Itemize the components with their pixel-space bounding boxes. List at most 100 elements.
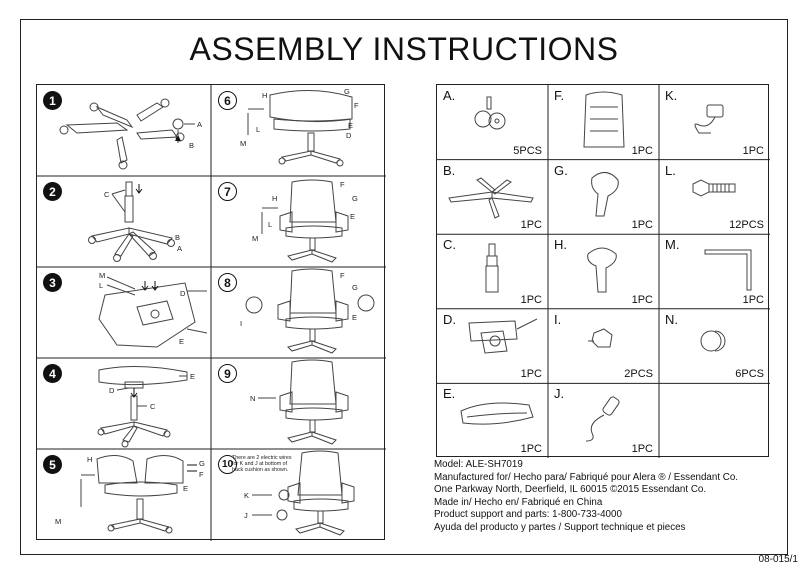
step-6: 6 H G F E D L M [212,85,386,176]
mechanism-icon [468,318,538,354]
remote-icon [585,396,620,442]
part-n: N. 6PCS [659,309,770,384]
part-letter: J. [554,386,565,402]
step-number: 9 [218,364,237,383]
part-qty: 1PC [520,368,542,381]
knob-install-illustration [245,268,375,354]
step-number: 3 [43,273,62,292]
part-a: A. 5PCS [437,85,548,160]
made-in-line: Made in/ Hecho en/ Fabriqué en China [434,496,603,508]
label-e: E [183,484,189,493]
step-2: 2 C B A [37,176,211,267]
label-h: H [262,91,268,100]
bolt-icon [692,179,736,197]
manufactured-line: Manufactured for/ Hecho para/ Fabriqué p… [434,471,739,483]
label-b: B [189,141,195,150]
steps-grid [37,85,386,541]
part-g: G. 1PC [548,160,659,235]
part-qty: 1PC [520,442,542,455]
step-8: 8 F G E I [212,267,386,358]
part-qty: 1PC [742,293,764,306]
label-j: J [244,511,248,520]
part-letter: B. [443,162,456,178]
label-g: G [352,283,358,292]
part-letter: A. [443,88,456,103]
part-letter: K. [665,88,678,103]
label-m: M [99,271,106,280]
step-7: 7 F H G E L M [212,176,386,267]
label-c: C [150,402,156,411]
support-translation-line: Ayuda del producto y partes / Support te… [434,521,686,533]
seat-icon [460,402,534,426]
label-n: N [250,394,256,403]
step-10: 10 There are 2 electric wires for K and … [212,449,386,541]
knob-icon [588,328,613,348]
part-d: D. 1PC [437,309,548,384]
step-number: 4 [43,364,62,383]
allen-key-icon [704,249,752,291]
parts-panel: A. 5PCS F. 1PC K. 1PC B. 1PC G. 1PC L. 1… [436,84,770,458]
part-qty: 6PCS [735,368,764,381]
label-g: G [344,87,350,96]
step-3: 3 M L D E [37,267,211,358]
part-b: B. 1PC [437,160,548,235]
part-letter: D. [443,311,456,327]
label-h: H [87,455,93,464]
label-a: A [197,120,203,129]
part-qty: 1PC [631,219,653,232]
address-line: One Parkway North, Deerfield, IL 60015 ©… [434,484,707,496]
backrest-icon [583,91,625,148]
back-mount-illustration [247,90,353,167]
adapter-icon [694,104,724,134]
part-qty: 12PCS [729,219,764,232]
label-m: M [55,517,62,526]
seat-onto-base-illustration [97,365,188,448]
part-m: M. 1PC [659,234,770,309]
label-d: D [346,131,352,140]
label-d: D [180,289,186,298]
part-qty: 1PC [631,442,653,455]
part-e: E. 1PC [437,383,548,458]
label-m: M [240,139,247,148]
label-f: F [354,101,359,110]
label-e: E [350,212,356,221]
steps-panel: 1 A B 2 [36,84,386,541]
part-f: F. 1PC [548,85,659,160]
part-letter: G. [554,162,568,178]
part-letter: N. [665,311,678,327]
step-4: 4 E D C [37,358,211,449]
label-e: E [348,121,354,130]
part-qty: 2PCS [624,368,653,381]
gas-lift-base-illustration [88,181,175,262]
step-number: 8 [218,273,237,292]
page-border [20,19,788,555]
step-5: 5 H G F E M [37,449,211,541]
step-note: There are 2 electric wires for K and J a… [232,455,292,473]
part-k: K. 1PC [659,85,770,160]
step-number: 6 [218,91,237,110]
armrest-left-icon [591,171,619,217]
label-k: K [244,491,250,500]
gas-lift-icon [485,243,499,293]
label-f: F [199,470,204,479]
label-d: D [109,386,115,395]
support-line: Product support and parts: 1-800-733-400… [434,509,622,521]
step-number: 1 [43,91,62,110]
document-code: 08-015/1 [758,554,798,565]
label-l: L [268,220,273,229]
part-letter: H. [554,237,567,253]
label-i: I [240,319,243,328]
label-c: C [104,190,110,199]
step-number: 5 [43,455,62,474]
part-qty: 1PC [631,293,653,306]
base-icon [448,176,534,219]
part-letter: F. [554,88,565,103]
armrest-illustration [80,455,197,534]
label-l: L [256,125,261,134]
cap-icon [700,330,726,352]
part-letter: C. [443,237,456,253]
label-g: G [199,459,205,468]
page-title: ASSEMBLY INSTRUCTIONS [189,31,619,67]
label-m: M [252,234,259,243]
label-l: L [99,281,104,290]
